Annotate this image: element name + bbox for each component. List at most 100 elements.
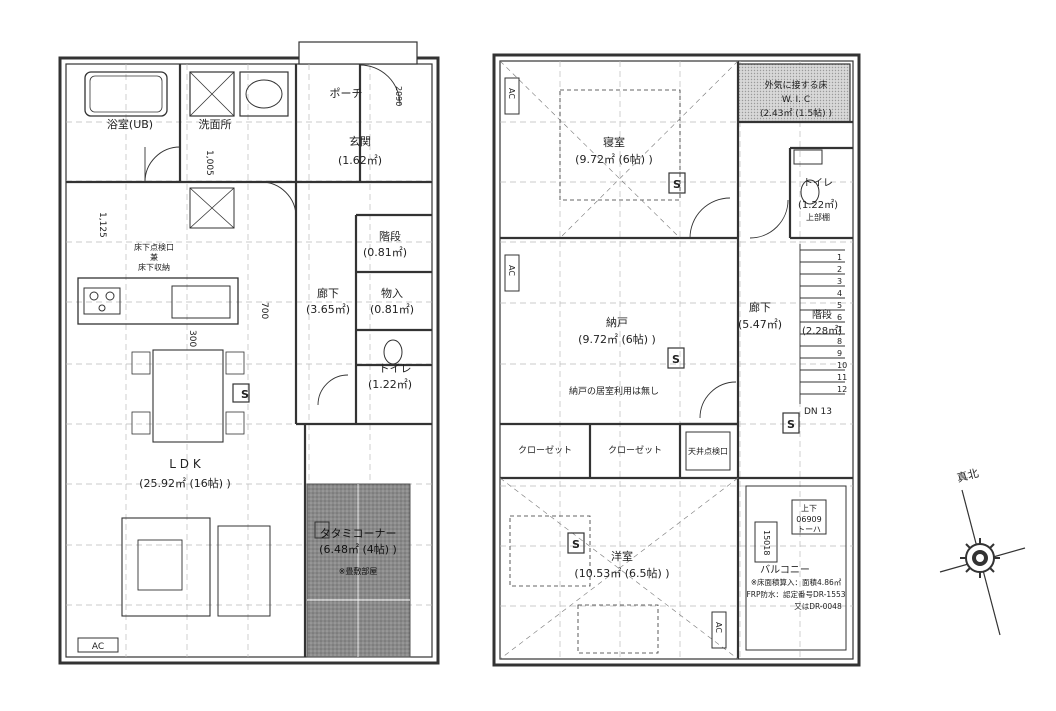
hall2-label: 廊下	[749, 300, 771, 314]
stair-number: 6	[837, 313, 842, 322]
dim-2090: 2090	[394, 86, 403, 106]
tatami-area: (6.48㎡ (4帖) )	[319, 543, 397, 556]
wic-fill	[737, 63, 851, 123]
porch-label: ポーチ	[330, 87, 363, 100]
storage-area: (0.81㎡)	[370, 303, 414, 316]
underfloor-label-3: 床下収納	[138, 262, 170, 272]
stairs2-area: (2.28㎡)	[802, 325, 842, 337]
drain-label-1: 上下	[801, 504, 817, 513]
floor1-interior-walls	[66, 64, 432, 657]
floor2-labels: 寝室 (9.72㎡ (6帖) ) 外気に接する床 W. I. C (2.43㎡ …	[507, 79, 846, 633]
tv-board	[217, 525, 271, 617]
underfloor-label-2: 兼	[150, 252, 158, 262]
dim-1005: 1,005	[204, 150, 214, 176]
ac-unit-icon	[504, 77, 520, 115]
floor2-doors	[689, 197, 789, 419]
s-marker-icon	[667, 347, 685, 369]
s-marker-text: S	[672, 353, 680, 366]
balcony-note-1: ※床面積算入：面積4.86㎡	[751, 577, 842, 587]
bed2-outline	[577, 604, 659, 654]
stair-number: 2	[837, 265, 842, 274]
s-marker-icon	[232, 383, 250, 403]
toilet-icon	[800, 179, 820, 205]
storage-label: 物入	[381, 286, 403, 300]
stair-number: 8	[837, 337, 842, 346]
s-marker-icon	[314, 521, 330, 539]
closet2-label: クローゼット	[608, 444, 662, 456]
toilet-icon	[383, 339, 403, 365]
stair-number: 7	[837, 325, 842, 334]
stairs-label: 階段	[379, 229, 401, 243]
closet-room-area: (9.72㎡ (6帖) )	[578, 333, 656, 346]
wic-area: (2.43㎡ (1.5帖) )	[760, 107, 832, 119]
balcony-note-3: 又はDR-0048	[794, 602, 842, 611]
stair-number: 10	[837, 361, 847, 370]
dim-1125: 1,125	[97, 212, 107, 238]
desk-outline	[509, 515, 591, 587]
fridge-space	[189, 187, 235, 229]
ldk-label: L D K	[169, 457, 202, 471]
tatami-note: ※畳敷部屋	[339, 566, 378, 576]
ac2-label-2: AC	[507, 265, 516, 276]
wic-label: W. I. C	[782, 95, 810, 105]
bathtub	[84, 71, 168, 117]
tatami-fill	[306, 483, 411, 658]
washroom-label: 洗面所	[199, 118, 232, 131]
drain-label-3: トーハ	[797, 525, 821, 534]
balcony-area	[745, 485, 847, 651]
bath-label: 浴室(UB)	[107, 117, 153, 131]
floor1-doors	[144, 64, 401, 406]
floor2-outer-wall	[492, 53, 861, 667]
entrance-label: 玄関	[349, 134, 371, 148]
bed-outline	[559, 89, 681, 201]
sink-icon	[171, 285, 231, 319]
stair-number: 11	[837, 373, 847, 382]
attic-hatch	[685, 431, 731, 471]
s-marker-icon	[567, 532, 585, 554]
floor2-plan	[492, 53, 861, 667]
stair-number: 4	[837, 289, 842, 298]
balcony-note-2: FRP防水：認定番号DR-1553	[746, 589, 845, 599]
closet1-label: クローゼット	[518, 444, 572, 456]
s-marker-text: S	[673, 178, 681, 191]
western-room-area: (10.53㎡ (6.5帖) )	[574, 567, 669, 580]
hall2-area: (5.47㎡)	[738, 318, 782, 331]
underfloor-label-1: 床下点検口	[134, 242, 174, 252]
upper-storage-label: 上部棚	[806, 212, 830, 222]
ac2-label-1: AC	[507, 88, 516, 99]
floor1-outer-wall	[58, 56, 440, 665]
s-marker-icon	[782, 412, 800, 434]
s-marker-text: S	[241, 388, 249, 401]
ac-label: AC	[92, 642, 104, 652]
stair-number: 9	[837, 349, 842, 358]
hall-area: (3.65㎡)	[306, 303, 350, 316]
s-marker-icon	[668, 172, 686, 194]
dining-table	[152, 349, 224, 443]
drain-label-2: 06909	[796, 515, 821, 524]
toilet2-label: トイレ	[803, 178, 833, 189]
floor1-plan	[58, 41, 440, 665]
ldk-area: (25.92㎡ (16帖) )	[139, 477, 231, 490]
toilet-label: トイレ	[379, 362, 412, 375]
washing-machine	[189, 71, 235, 117]
floor2-inner-wall	[499, 60, 854, 660]
floor1-inner-wall	[65, 63, 433, 658]
floor2-interior-walls	[500, 61, 853, 659]
floor2-stair-treads	[799, 244, 845, 404]
stair-number: 3	[837, 277, 842, 286]
closet-room-note: 納戸の居室利用は無し	[569, 385, 659, 397]
ac-unit-icon	[504, 254, 520, 292]
bedroom-label: 寝室	[603, 135, 625, 149]
western-room-label: 洋室	[611, 549, 633, 563]
sofa	[121, 517, 211, 617]
wic-title: 外気に接する床	[764, 79, 827, 91]
closet-room-label: 納戸	[606, 316, 628, 329]
s-marker-text: S	[787, 418, 795, 431]
dim-700: 700	[259, 302, 269, 319]
drain-label-4: 15018	[762, 530, 771, 555]
toilet-area: (1.22㎡)	[368, 378, 412, 391]
dim-300: 300	[187, 330, 197, 347]
stair-number: 1	[837, 253, 842, 262]
toilet2-area: (1.22㎡)	[798, 199, 838, 211]
